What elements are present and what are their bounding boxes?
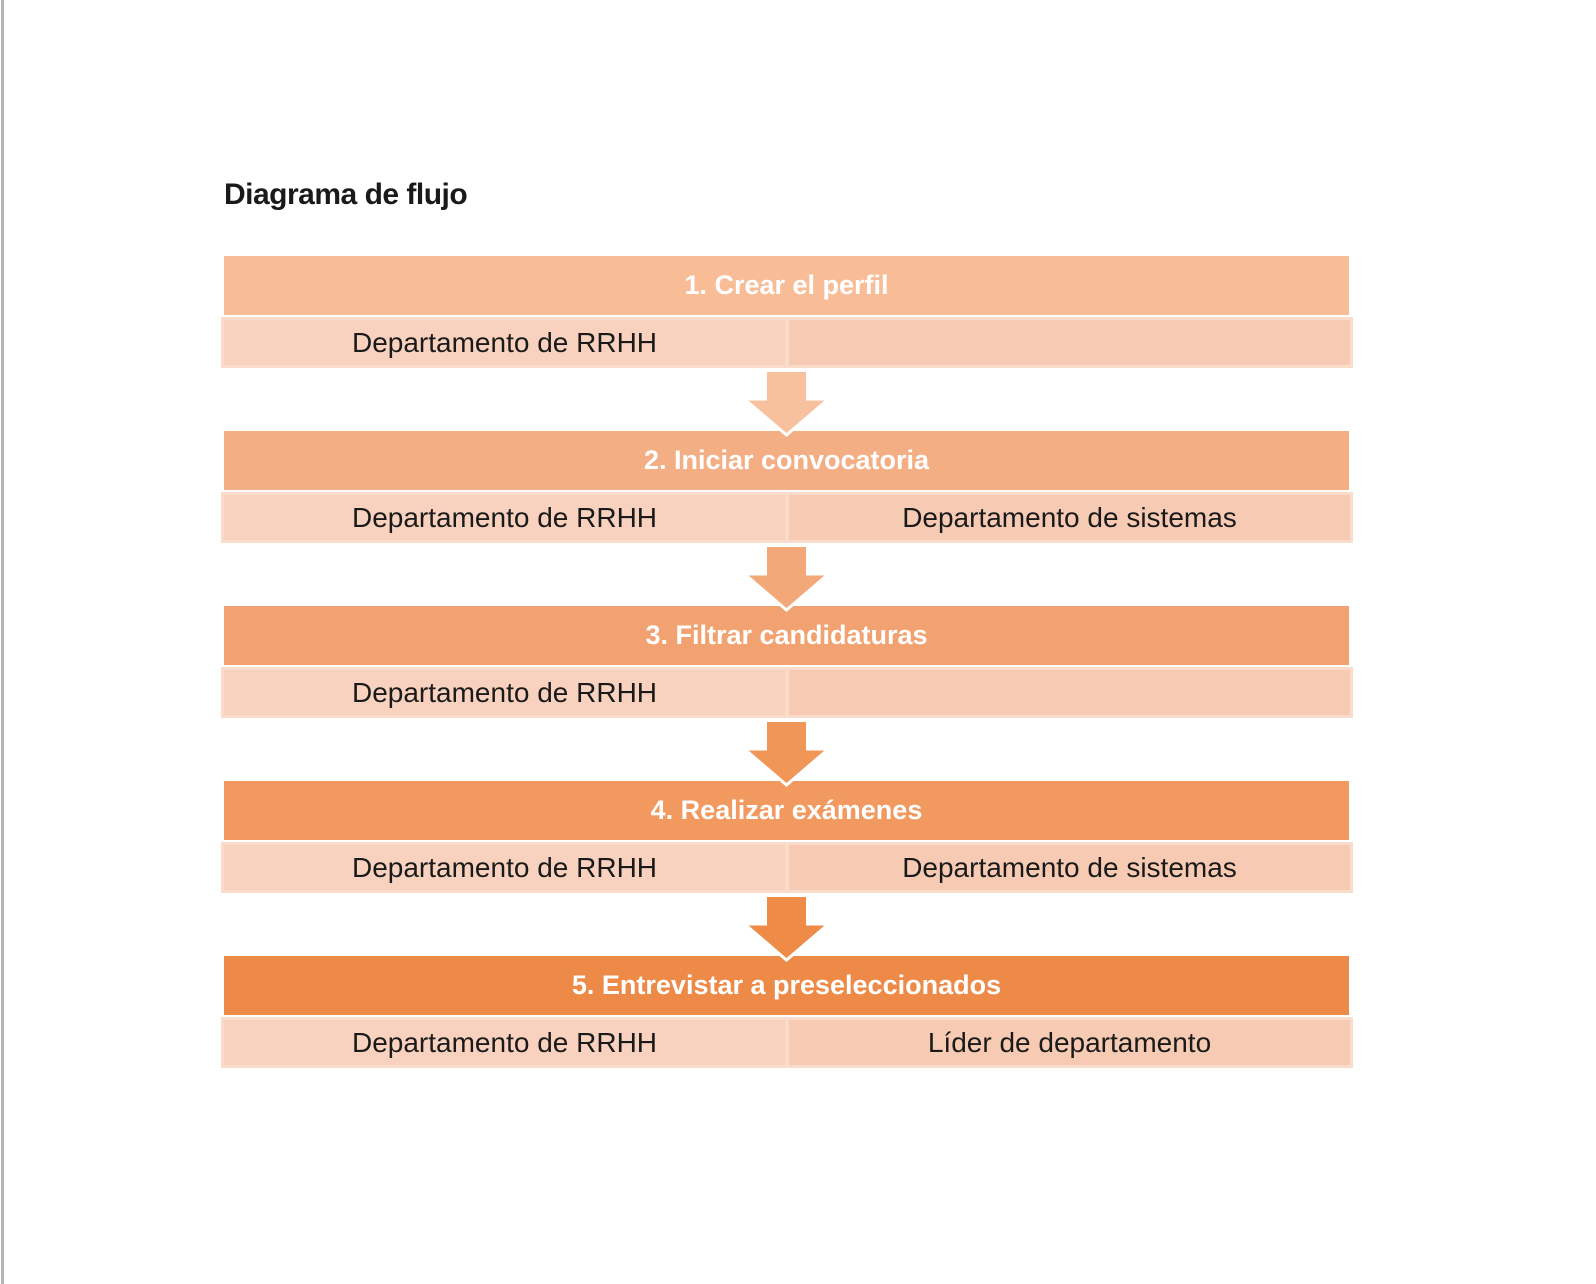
step-5-cell-right: Líder de departamento — [789, 1020, 1350, 1065]
step-3-header: 3. Filtrar candidaturas — [224, 606, 1349, 665]
step-4-title: 4. Realizar exámenes — [650, 795, 923, 825]
step-2-cell-right: Departamento de sistemas — [789, 495, 1350, 540]
step-3-cell-right — [789, 670, 1350, 715]
window-left-border — [1, 0, 4, 1284]
step-3-title: 3. Filtrar candidaturas — [645, 620, 928, 650]
step-4-cell-right: Departamento de sistemas — [789, 845, 1350, 890]
step-1-cell-right — [789, 320, 1350, 365]
step-3-cell-left: Departamento de RRHH — [224, 670, 785, 715]
step-2-cell-left: Departamento de RRHH — [224, 495, 785, 540]
step-2-subrow: Departamento de RRHH Departamento de sis… — [221, 492, 1353, 543]
step-5-subrow: Departamento de RRHH Líder de departamen… — [221, 1017, 1353, 1068]
step-5-header: 5. Entrevistar a preseleccionados — [224, 956, 1349, 1015]
step-1-header: 1. Crear el perfil — [224, 256, 1349, 315]
step-5-cell-left: Departamento de RRHH — [224, 1020, 785, 1065]
step-4-cell-left: Departamento de RRHH — [224, 845, 785, 890]
down-arrow-2 — [740, 544, 833, 612]
step-4-subrow: Departamento de RRHH Departamento de sis… — [221, 842, 1353, 893]
down-arrow-1 — [740, 369, 833, 437]
page-title: Diagrama de flujo — [224, 178, 468, 211]
step-1-cell-left: Departamento de RRHH — [224, 320, 785, 365]
step-4-header: 4. Realizar exámenes — [224, 781, 1349, 840]
step-1-subrow: Departamento de RRHH — [221, 317, 1353, 368]
step-2-title: 2. Iniciar convocatoria — [643, 445, 930, 475]
down-arrow-4 — [740, 894, 833, 962]
step-5-title: 5. Entrevistar a preseleccionados — [571, 970, 1002, 1000]
step-2-header: 2. Iniciar convocatoria — [224, 431, 1349, 490]
step-3-subrow: Departamento de RRHH — [221, 667, 1353, 718]
down-arrow-3 — [740, 719, 833, 787]
step-1-title: 1. Crear el perfil — [684, 270, 889, 300]
